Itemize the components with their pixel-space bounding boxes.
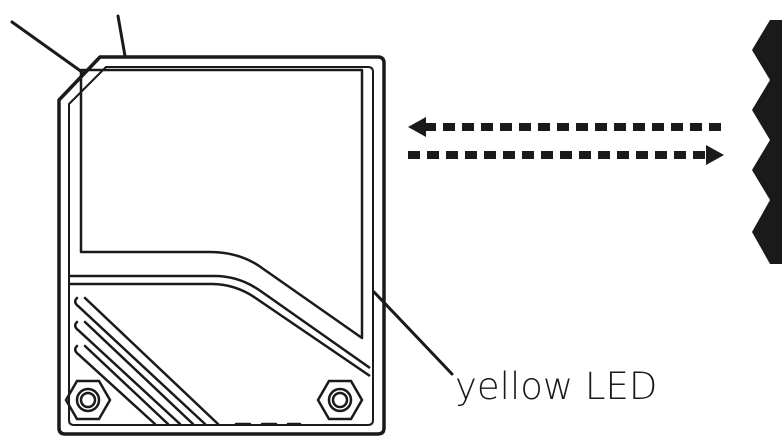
led-leader-line: [372, 290, 454, 376]
lens-window: [79, 68, 364, 340]
beam-arrow-emit: [408, 145, 724, 165]
mounting-nut-left: [64, 379, 112, 421]
cable-lines: [10, 14, 127, 74]
reflector-prisms: [752, 20, 782, 264]
grip-ribs: [74, 296, 302, 426]
mounting-nut-right: [316, 379, 364, 421]
sensor-housing: [57, 55, 386, 436]
beam-arrow-return: [408, 117, 722, 137]
yellow-led-label: yellow LED: [455, 365, 658, 408]
housing-contour: [69, 274, 371, 378]
